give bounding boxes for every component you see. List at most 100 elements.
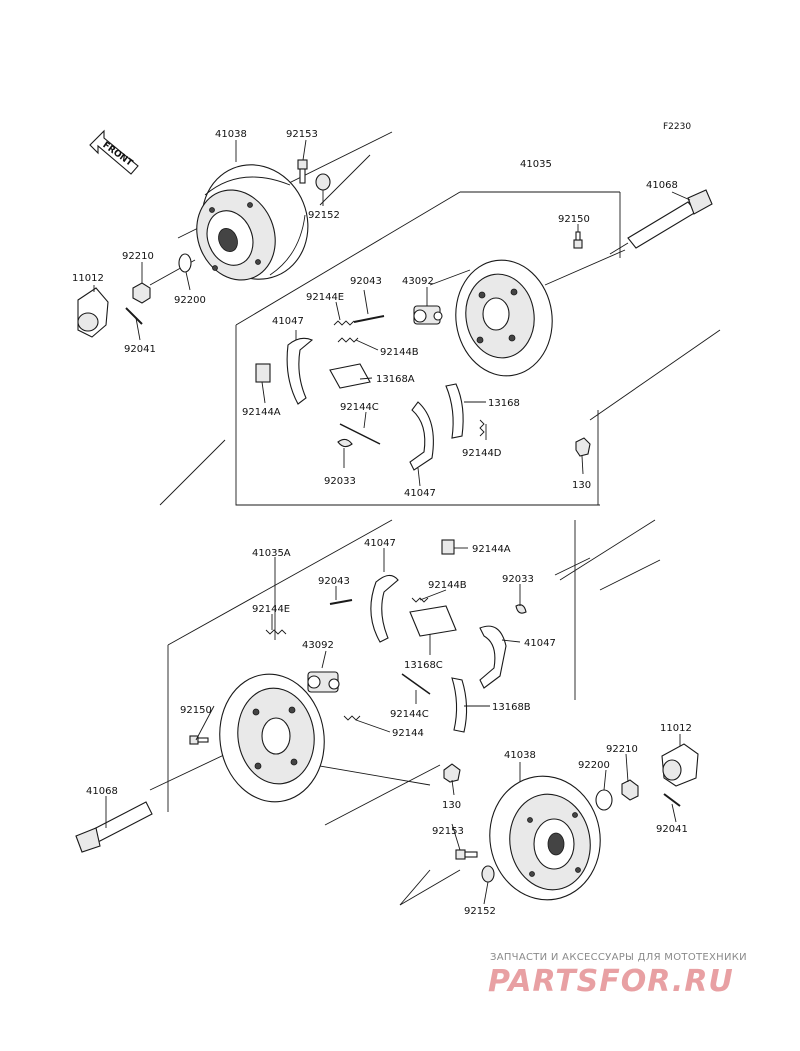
nut-130-bottom <box>443 763 461 783</box>
cotter-pin-bottom <box>663 793 681 807</box>
label-top-92144C: 92144C <box>340 402 379 413</box>
washer-92200-bottom <box>595 789 613 811</box>
watermark-logo-text: PARTSFOR.RU <box>488 964 734 997</box>
label-top-130: 130 <box>572 480 591 491</box>
pin-92043-top <box>353 315 385 323</box>
spring-92144C-top <box>339 423 381 445</box>
label-bottom-92144E: 92144E <box>252 604 290 615</box>
bolt-92150-top <box>573 231 583 249</box>
seal-bottom <box>481 865 495 883</box>
spring-92144B-bottom <box>411 597 429 603</box>
nut-130-top <box>575 437 591 457</box>
seal-top <box>315 173 331 191</box>
label-top-43092: 43092 <box>402 276 434 287</box>
label-top-41035: 41035 <box>520 159 552 170</box>
nut-92210-top <box>132 282 151 304</box>
spring-92144E-bottom <box>265 629 287 635</box>
plate-13168B-bottom <box>451 677 468 733</box>
label-top-92033: 92033 <box>324 476 356 487</box>
label-bottom-92144A: 92144A <box>472 544 511 555</box>
label-bottom-41038: 41038 <box>504 750 536 761</box>
hub-drum-top <box>196 164 309 281</box>
label-top-92041: 92041 <box>124 344 156 355</box>
lever-13168A-top <box>329 363 371 389</box>
bolt-top <box>297 159 308 184</box>
label-top-41047-a: 41047 <box>272 316 304 327</box>
spring-92144C-bottom <box>401 673 431 695</box>
label-top-92152: 92152 <box>308 210 340 221</box>
label-top-92144D: 92144D <box>462 448 502 459</box>
label-top-92153: 92153 <box>286 129 318 140</box>
figure-code: F2230 <box>663 122 691 132</box>
label-top-92144B: 92144B <box>380 347 419 358</box>
label-bottom-13168C: 13168C <box>404 660 443 671</box>
clip-92033-top <box>337 438 353 448</box>
clip-92144A-bottom <box>441 539 455 555</box>
label-top-92144E: 92144E <box>306 292 344 303</box>
label-bottom-92200: 92200 <box>578 760 610 771</box>
washer-92200-top <box>178 253 192 273</box>
wheel-cylinder-top <box>413 305 443 325</box>
bolt-92153-bottom <box>455 849 478 860</box>
spring-92144E-top <box>333 320 355 326</box>
label-bottom-92033: 92033 <box>502 574 534 585</box>
label-top-92200: 92200 <box>174 295 206 306</box>
nut-92210-bottom <box>621 779 639 801</box>
spring-92144-bottom <box>343 715 361 721</box>
label-bottom-92144: 92144 <box>392 728 424 739</box>
pin-92043-bottom <box>329 599 353 605</box>
label-bottom-92144C: 92144C <box>390 709 429 720</box>
axle-top <box>609 189 713 255</box>
label-bottom-43092: 43092 <box>302 640 334 651</box>
label-top-11012: 11012 <box>72 273 104 284</box>
label-top-41068: 41068 <box>646 180 678 191</box>
label-top-92043: 92043 <box>350 276 382 287</box>
label-top-13168: 13168 <box>488 398 520 409</box>
label-bottom-130: 130 <box>442 800 461 811</box>
wheel-cylinder-bottom <box>307 671 340 693</box>
backing-plate-bottom <box>219 673 325 803</box>
lever-13168C-bottom <box>409 605 457 637</box>
axle-bottom <box>75 801 153 853</box>
label-bottom-92150: 92150 <box>180 705 212 716</box>
watermark-logo: PARTSFOR.RU <box>488 964 734 997</box>
label-bottom-41047-a: 41047 <box>364 538 396 549</box>
front-label: FRONT <box>100 140 134 169</box>
label-bottom-41035A: 41035A <box>252 548 291 559</box>
label-bottom-41047-b: 41047 <box>524 638 556 649</box>
label-top-41047-b: 41047 <box>404 488 436 499</box>
label-bottom-92144B: 92144B <box>428 580 467 591</box>
label-top-92150: 92150 <box>558 214 590 225</box>
watermark-tagline: ЗАПЧАСТИ И АКСЕССУАРЫ ДЛЯ МОТОТЕХНИКИ <box>490 952 747 963</box>
bottom-assembly-frame <box>149 519 661 906</box>
label-bottom-92152: 92152 <box>464 906 496 917</box>
front-arrow-icon: FRONT <box>89 129 139 175</box>
label-top-92144A: 92144A <box>242 407 281 418</box>
label-top-13168A: 13168A <box>376 374 415 385</box>
label-bottom-92153: 92153 <box>432 826 464 837</box>
label-bottom-92210: 92210 <box>606 744 638 755</box>
brake-shoe-bottom-b <box>479 625 507 689</box>
brake-shoe-bottom-a <box>370 574 399 643</box>
bolt-92150-bottom <box>189 735 209 745</box>
cotter-pin-top <box>125 307 143 325</box>
plate-13168-top <box>445 383 464 439</box>
hub-drum-bottom <box>489 775 601 901</box>
label-top-92210: 92210 <box>122 251 154 262</box>
label-top-41038: 41038 <box>215 129 247 140</box>
clip-92144A-top <box>255 363 271 383</box>
brake-shoe-top-a <box>286 337 314 405</box>
clip-92033-bottom <box>515 604 527 614</box>
label-bottom-13168B: 13168B <box>492 702 531 713</box>
spring-92144D-top <box>479 419 485 437</box>
spring-92144B-top <box>337 337 359 343</box>
leader-lines <box>93 139 691 905</box>
cap-bottom <box>661 743 699 787</box>
label-bottom-92043: 92043 <box>318 576 350 587</box>
label-bottom-41068: 41068 <box>86 786 118 797</box>
backing-plate-top <box>455 259 553 377</box>
label-bottom-92041: 92041 <box>656 824 688 835</box>
cap-top <box>77 287 109 338</box>
label-bottom-11012: 11012 <box>660 723 692 734</box>
